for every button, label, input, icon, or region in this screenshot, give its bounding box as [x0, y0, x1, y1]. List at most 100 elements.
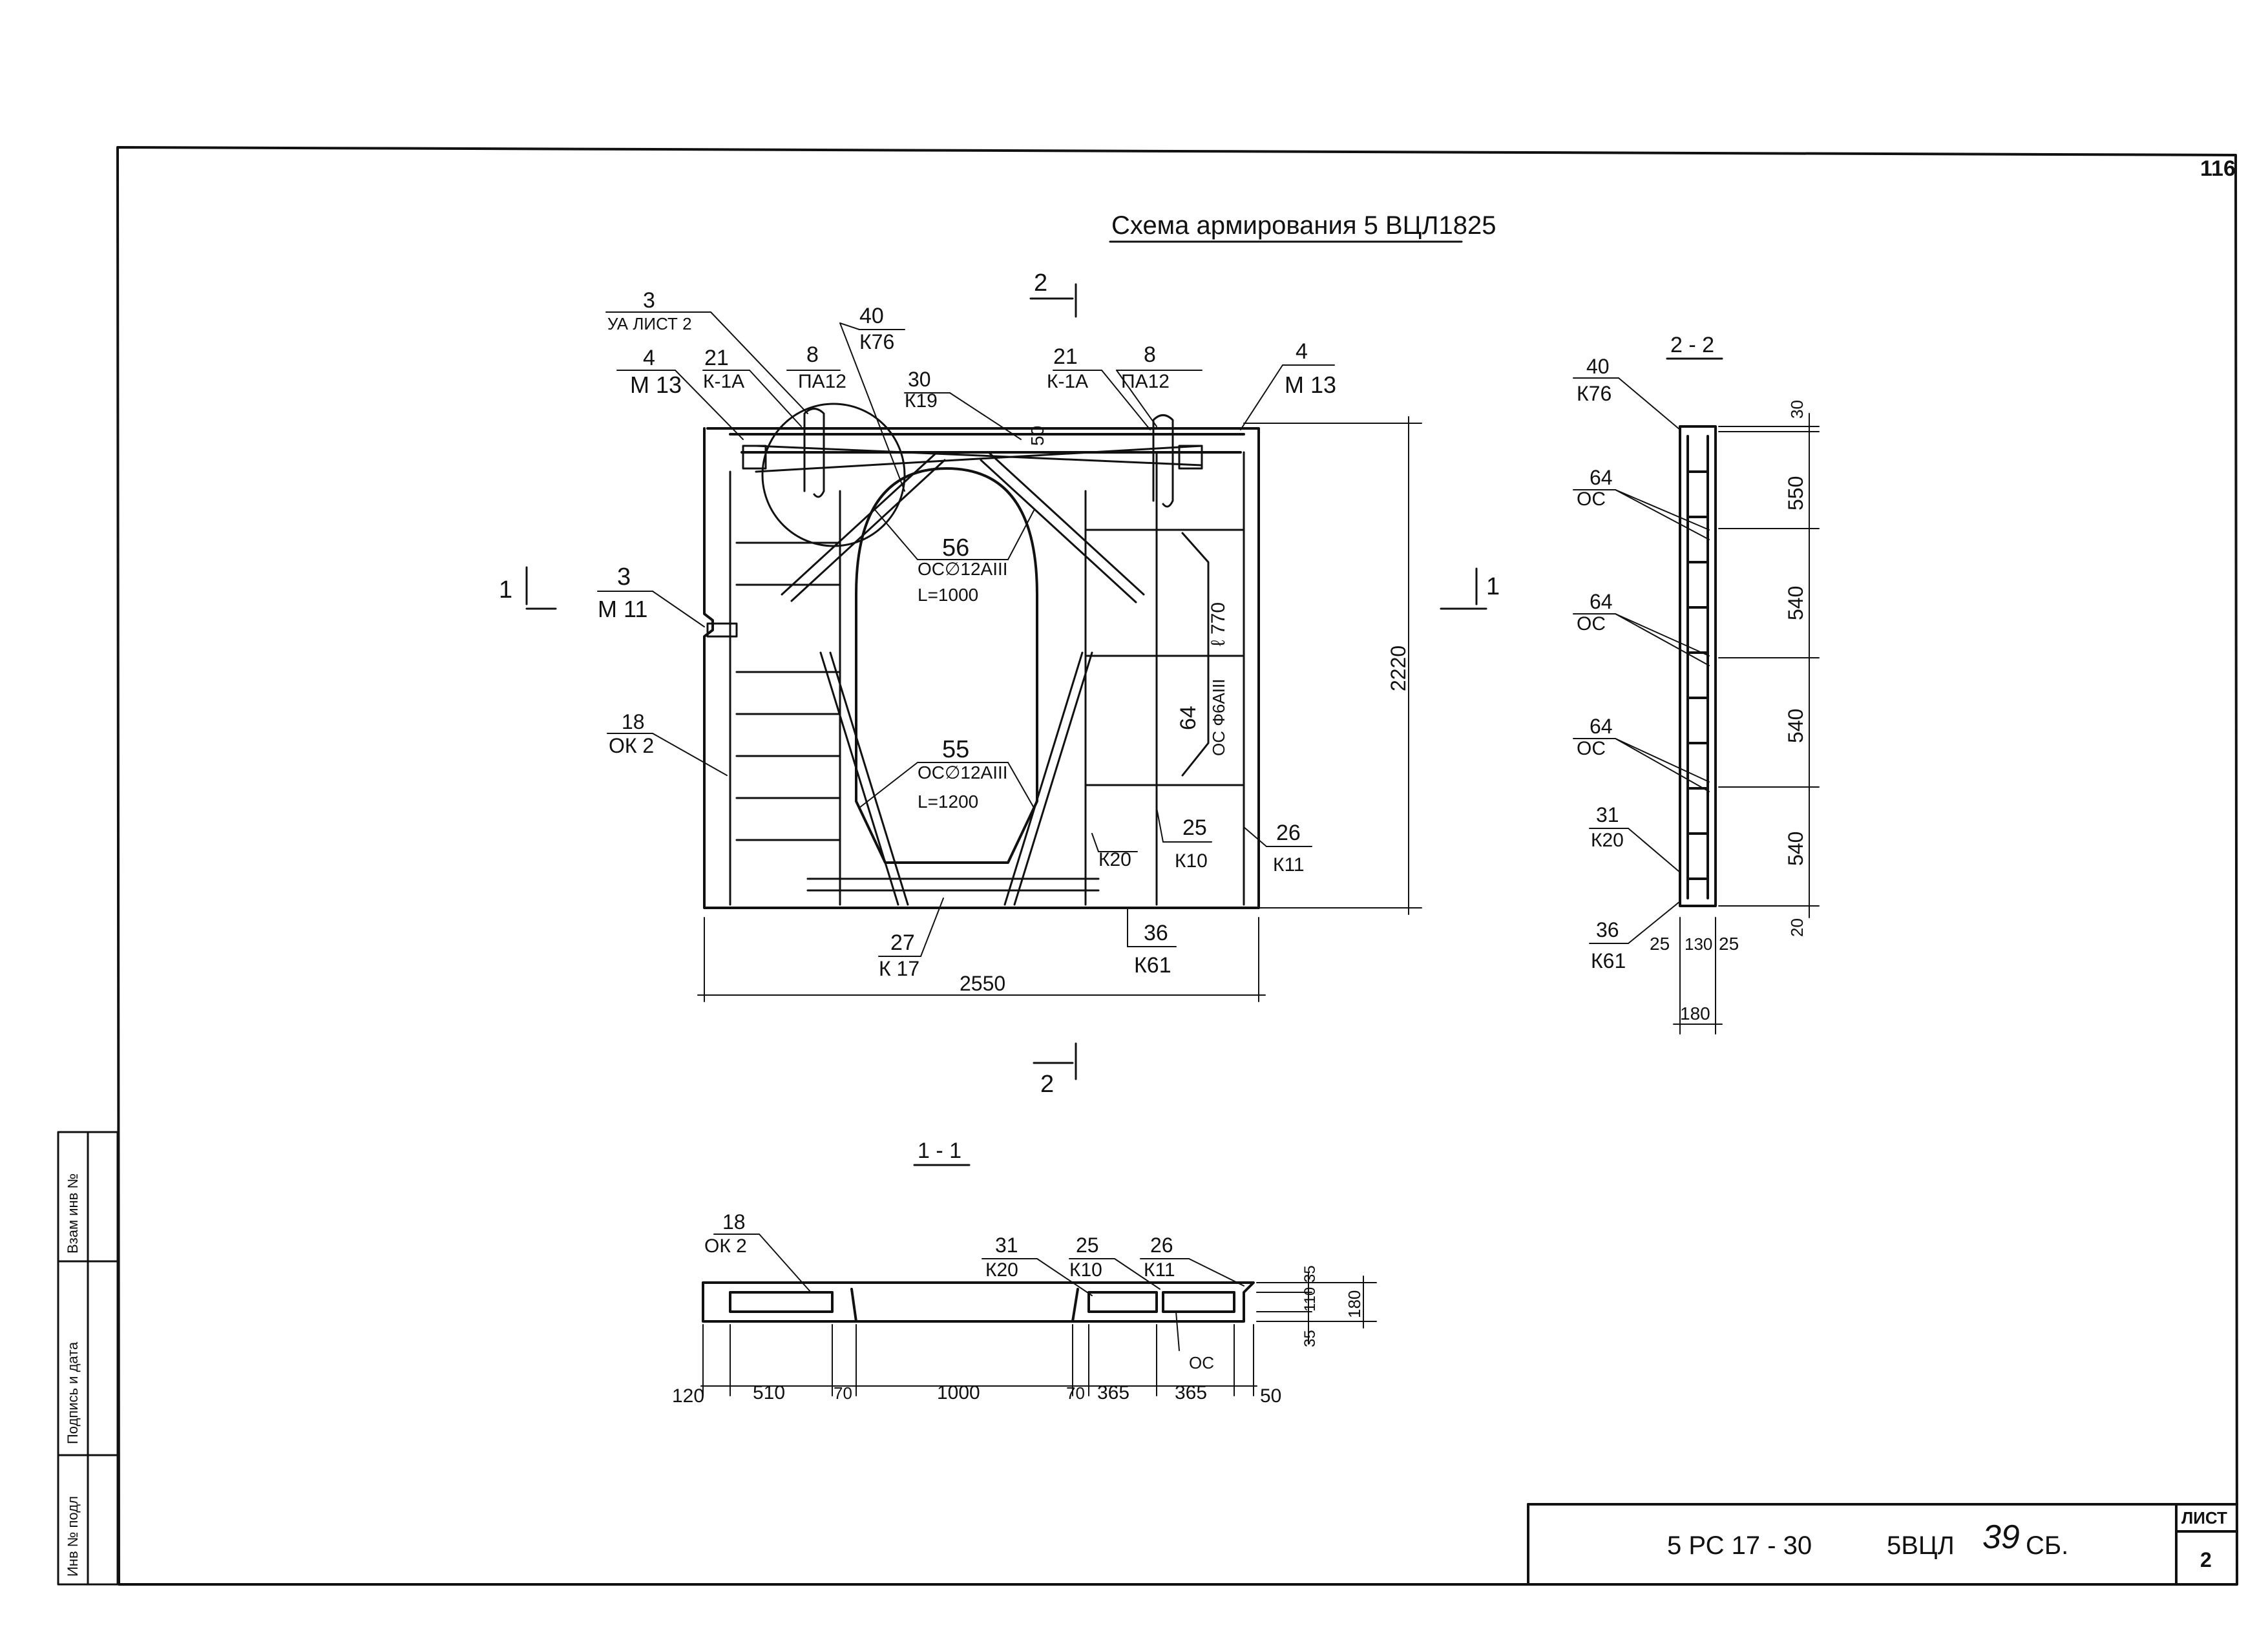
s22-callout-31-code: К20: [1591, 830, 1624, 851]
section-mark-top: 2: [1034, 269, 1047, 297]
callout-3-code: УА ЛИСТ 2: [607, 314, 692, 333]
bar55-spec: ОС∅12АIII: [918, 762, 1008, 782]
s22-dim-540a: 540: [1784, 586, 1807, 620]
s11-callout-18-num: 18: [722, 1210, 746, 1234]
callout-27-code: К 17: [879, 957, 919, 980]
section-22-callouts: 40 К76 64 ОС 64 ОС 64 ОС 31 К20 36 К61: [1577, 355, 1626, 972]
bar64-spec: ОС Ф6АIII: [1209, 679, 1228, 756]
callout-18-num: 18: [622, 710, 645, 733]
rebar-cage: [706, 408, 1245, 906]
side-stamp: [57, 1131, 119, 1586]
side-stamp-inv-no: Инв № подл: [65, 1496, 81, 1577]
section-mark-right: 1: [1486, 573, 1500, 600]
section-22-leaders: [1573, 377, 1820, 1035]
leader-lines: [597, 311, 1335, 957]
s22-callout-31-num: 31: [1596, 803, 1619, 826]
callout-3-num: 3: [643, 288, 655, 313]
callout-21-left-num: 21: [704, 346, 729, 370]
s11-callout-26-code: К11: [1144, 1259, 1175, 1281]
s11-label-oc: ОС: [1189, 1353, 1214, 1372]
s11-callout-26-num: 26: [1150, 1234, 1173, 1257]
callout-21-right-num: 21: [1053, 344, 1078, 369]
bar55-length: L=1200: [918, 792, 978, 812]
callout-4-left-num: 4: [643, 346, 655, 370]
s11-dim-35-bottom: 35: [1301, 1330, 1319, 1347]
sheet-frame: [116, 146, 2238, 1586]
s22-dim-130: 130: [1685, 934, 1712, 954]
section-11-leaders: [700, 1234, 1377, 1396]
callout-k20-main: К20: [1098, 849, 1131, 870]
section-mark-bottom: 2: [1040, 1071, 1054, 1098]
s22-dim-540b: 540: [1784, 709, 1807, 743]
callout-3-m11-code: М 11: [598, 596, 647, 622]
dim-width-2550: 2550: [960, 972, 1005, 995]
s22-dim-30: 30: [1787, 400, 1807, 419]
s22-callout-64c-num: 64: [1590, 715, 1613, 738]
s11-callout-31-code: К20: [985, 1259, 1018, 1281]
bar55-num: 55: [942, 736, 969, 763]
s11-callout-25-num: 25: [1076, 1234, 1099, 1257]
callout-18-code: ОК 2: [609, 734, 654, 757]
section-11-title: 1 - 1: [918, 1139, 961, 1163]
s22-dim-25-left: 25: [1650, 934, 1670, 954]
s11-dim-365a: 365: [1097, 1382, 1129, 1403]
side-stamp-sign-date: Подпись и дата: [65, 1341, 81, 1444]
sheet-title: Схема армирования 5 ВЦЛ1825: [1111, 211, 1496, 240]
section-11-outline: [702, 1281, 1255, 1323]
side-stamp-ref-no: Взам инв №: [65, 1173, 81, 1254]
s22-callout-40-code: К76: [1577, 382, 1612, 405]
bar56-length: L=1000: [918, 585, 978, 605]
callout-3-m11-num: 3: [617, 563, 631, 591]
callout-4-left-code: М 13: [630, 372, 682, 398]
callout-25-num: 25: [1182, 815, 1207, 840]
callout-8-left-code: ПА12: [798, 371, 846, 392]
s11-dim-180: 180: [1345, 1290, 1364, 1318]
callout-25-code: К10: [1175, 850, 1208, 872]
s22-callout-40-num: 40: [1586, 355, 1610, 378]
s22-callout-36-num: 36: [1596, 918, 1619, 941]
s11-dim-110: 110: [1301, 1287, 1319, 1312]
callout-4-right-code: М 13: [1285, 372, 1336, 398]
callout-21-right-code: К-1А: [1047, 371, 1088, 392]
callout-40-num: 40: [859, 304, 884, 328]
stamp-sheet-label: ЛИСТ: [2181, 1508, 2227, 1528]
s22-dim-25-right: 25: [1719, 934, 1739, 954]
s11-dim-365b: 365: [1175, 1382, 1207, 1403]
s11-dim-50: 50: [1260, 1385, 1281, 1407]
s22-dim-550: 550: [1784, 476, 1807, 510]
main-dimensions: [697, 416, 1422, 1002]
section-11-dimensions: 120 510 70 1000 70 365 365 50 35 110 35 …: [672, 1265, 1364, 1407]
callout-30-code: К19: [905, 390, 938, 412]
callout-30-num: 30: [908, 368, 931, 391]
s22-callout-36-code: К61: [1591, 949, 1626, 972]
stamp-sheet-number: 2: [2200, 1548, 2212, 1571]
bar64-num: 64: [1176, 706, 1201, 730]
stamp-product: 5ВЦЛ: [1887, 1531, 1955, 1560]
dim-height-2220: 2220: [1387, 646, 1410, 691]
stamp-handwritten-number: 39: [1982, 1518, 2020, 1556]
stamp-suffix: СБ.: [2026, 1531, 2068, 1560]
s22-dim-20: 20: [1787, 918, 1807, 937]
callout-8-right-code: ПА12: [1121, 371, 1170, 392]
bar56-num: 56: [942, 534, 969, 562]
section-11-callouts: 18 ОК 2 31 К20 25 К10 26 К11 ОС: [704, 1210, 1214, 1372]
s11-dim-35-top: 35: [1301, 1265, 1319, 1283]
detail-circle: [761, 403, 906, 547]
stamp-code: 5 РС 17 - 30: [1667, 1531, 1812, 1560]
s22-callout-64b-code: ОС: [1577, 613, 1606, 635]
s11-dim-120: 120: [672, 1385, 704, 1407]
section-22-outline: [1679, 425, 1717, 907]
s22-dim-540c: 540: [1784, 832, 1807, 866]
s11-dim-70b: 70: [1066, 1383, 1085, 1403]
dim-50: 50: [1027, 426, 1047, 446]
s11-callout-25-code: К10: [1069, 1259, 1102, 1281]
callout-26-code: К11: [1273, 854, 1305, 876]
callout-26-num: 26: [1276, 821, 1301, 845]
callout-8-left-num: 8: [806, 342, 819, 367]
bar64-length: ℓ 770: [1208, 602, 1229, 646]
callout-4-right-num: 4: [1296, 339, 1308, 364]
callout-27-num: 27: [890, 930, 915, 955]
section-22-title: 2 - 2: [1670, 333, 1714, 357]
callout-8-right-num: 8: [1144, 342, 1156, 367]
